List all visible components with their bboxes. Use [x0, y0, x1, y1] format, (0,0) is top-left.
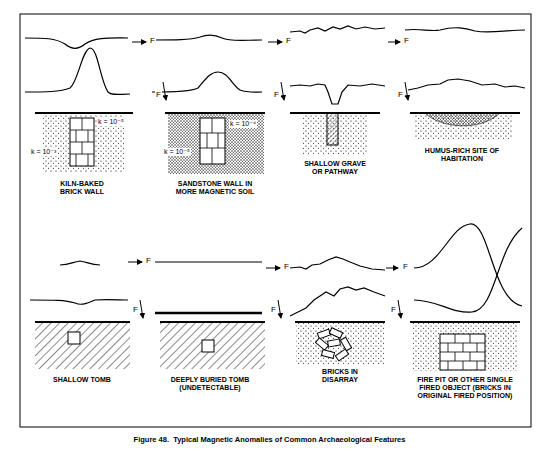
- field-direction-label: F: [273, 90, 280, 99]
- susceptibility-label: k = 10⁻⁵: [97, 118, 125, 126]
- field-direction-label: F: [402, 262, 409, 271]
- field-direction-label: F: [403, 36, 410, 45]
- field-direction-label: F: [397, 90, 404, 99]
- field-direction-label: F: [149, 36, 156, 45]
- susceptibility-label: k = 10⁻³: [30, 148, 57, 156]
- feature-name: BRICKS IN DISARRAY: [304, 368, 376, 384]
- feature-name: KILN-BAKED BRICK WALL: [52, 180, 112, 196]
- field-direction-label: F: [270, 305, 277, 314]
- feature-name: HUMUS-RICH SITE OF HABITATION: [424, 147, 500, 163]
- field-direction-label: F: [132, 305, 139, 314]
- feature-name: FIRE PIT OR OTHER SINGLE FIRED OBJECT (B…: [413, 376, 517, 400]
- field-direction-label: F: [283, 262, 290, 271]
- feature-name: SHALLOW GRAVE OR PATHWAY: [299, 160, 371, 176]
- feature-name: SHALLOW TOMB: [42, 376, 122, 384]
- field-direction-label: F: [285, 36, 292, 45]
- susceptibility-label: k = 10⁻⁴: [229, 120, 257, 128]
- feature-name: DEEPLY BURIED TOMB (UNDETECTABLE): [164, 376, 256, 392]
- susceptibility-label: k = 10⁻⁵: [163, 148, 191, 156]
- field-direction-label: F: [155, 90, 162, 99]
- field-direction-label: F: [390, 305, 397, 314]
- feature-name: SANDSTONE WALL IN MORE MAGNETIC SOIL: [168, 180, 263, 196]
- figure-caption: Figure 48. Typical Magnetic Anomalies of…: [134, 436, 406, 445]
- field-direction-label: F: [145, 256, 152, 265]
